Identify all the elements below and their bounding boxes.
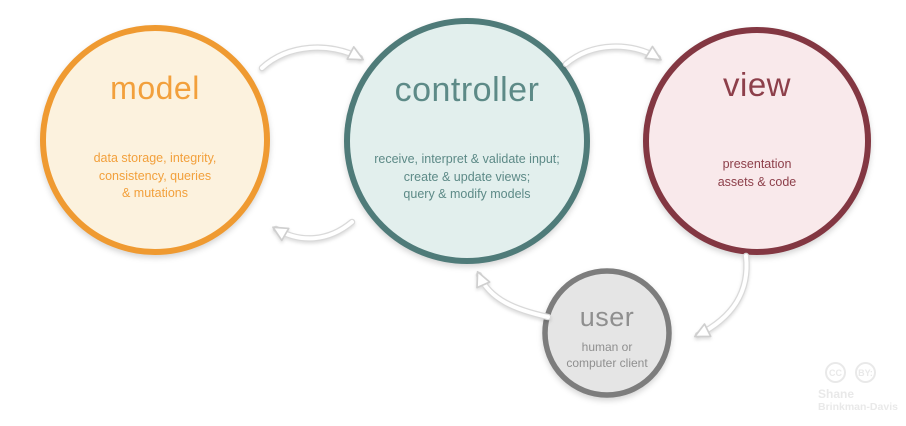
arrow-model-to-controller	[258, 44, 364, 72]
arrow-user-to-controller	[475, 270, 552, 321]
author-name-line2: Brinkman-Davis	[818, 401, 898, 413]
attribution: CC BY: Shane Brinkman-Davis	[818, 362, 898, 413]
user-circle	[542, 268, 672, 398]
license-badges: CC BY:	[825, 362, 898, 383]
by-icon: BY:	[855, 362, 876, 383]
cc-icon: CC	[825, 362, 846, 383]
model-circle	[40, 25, 270, 255]
arrow-view-to-user	[694, 252, 750, 339]
author-name-line1: Shane	[818, 387, 855, 401]
arrow-controller-to-view	[562, 43, 662, 68]
view-circle	[643, 27, 871, 255]
author-name: Shane Brinkman-Davis	[818, 387, 898, 414]
controller-circle	[344, 18, 590, 264]
arrow-controller-to-model	[272, 218, 356, 242]
